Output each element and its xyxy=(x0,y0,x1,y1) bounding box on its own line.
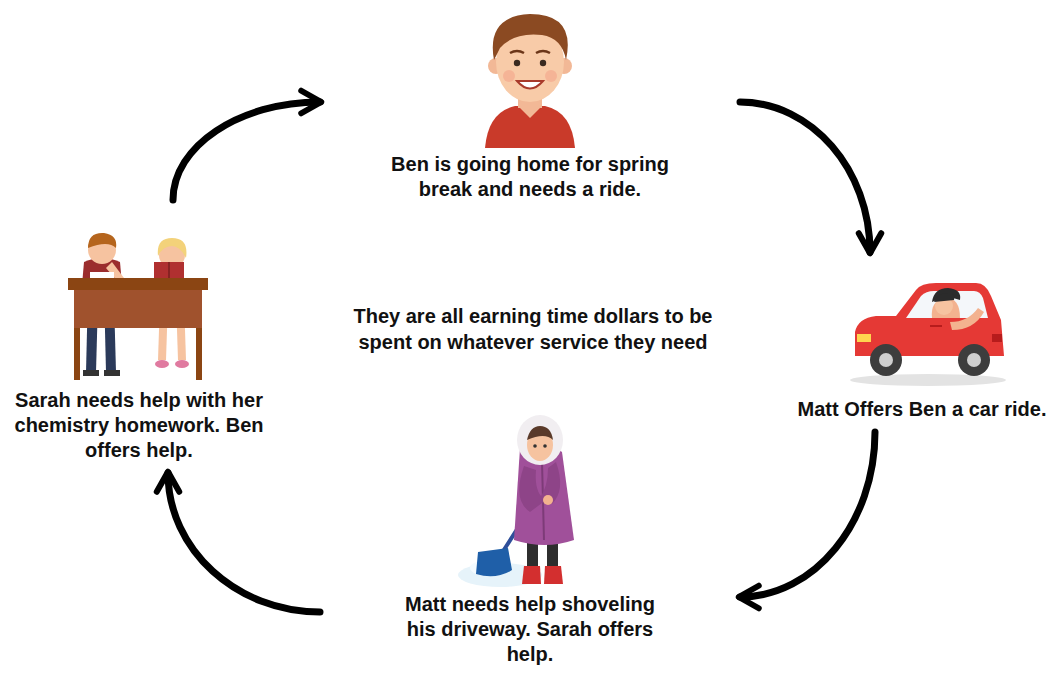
studying-figure-part xyxy=(154,262,184,280)
ben-figure-part xyxy=(517,81,543,89)
ben-figure-part xyxy=(510,51,524,53)
studying-figure-part xyxy=(175,360,189,368)
ben-figure-part xyxy=(540,60,546,66)
studying-figure-part xyxy=(196,328,202,380)
car-figure-part xyxy=(855,283,1004,356)
step-caption: Sarah needs help with her chemistry home… xyxy=(10,388,268,463)
shoveling-figure-part xyxy=(517,415,563,465)
studying-figure-part xyxy=(90,272,114,278)
car-figure-part xyxy=(950,308,984,330)
shoveling-figure xyxy=(458,415,574,587)
shoveling-figure-part xyxy=(522,566,541,584)
studying-figure xyxy=(68,233,208,380)
shoveling-figure-part xyxy=(543,444,547,448)
ben-figure-part xyxy=(545,70,557,82)
shoveling-figure-part xyxy=(476,548,512,576)
car-figure-part xyxy=(879,353,893,367)
illustrated-step: Ben is going home for spring break and n… xyxy=(330,2,730,202)
studying-figure-part xyxy=(88,233,116,248)
ben-figure xyxy=(485,14,575,148)
cycle-arrow xyxy=(173,102,320,200)
studying-figure-part xyxy=(158,238,187,258)
illustrated-step: Matt Offers Ben a car ride. xyxy=(792,262,1052,422)
studying-figure-part xyxy=(74,290,202,328)
cycle-arrow xyxy=(740,102,870,252)
center-note: They are all earning time dollars to be … xyxy=(338,303,728,355)
studying-figure-part xyxy=(155,360,169,368)
car-figure-part xyxy=(932,288,960,302)
illustrated-step: Matt needs help shoveling his driveway. … xyxy=(330,412,730,667)
car-figure-part xyxy=(850,374,1006,386)
shoveling-figure-part xyxy=(527,426,553,440)
step-caption: Ben is going home for spring break and n… xyxy=(380,152,680,202)
car-figure-part xyxy=(992,334,1002,342)
shoveling-figure-part xyxy=(533,444,537,448)
cycle-arrow xyxy=(168,473,320,612)
illustrated-step: Sarah needs help with her chemistry home… xyxy=(8,210,270,463)
ben-figure-part xyxy=(503,70,515,82)
car-figure-part xyxy=(870,344,902,376)
studying-figure-part xyxy=(104,370,120,376)
studying-figure-part xyxy=(74,328,80,380)
shoveling-figure-part xyxy=(519,466,546,512)
shoveling-figure-part xyxy=(540,462,560,504)
shoveling-figure-part xyxy=(543,495,553,505)
studying-figure-part xyxy=(68,278,208,290)
car-figure-part xyxy=(857,334,871,342)
step-caption: Matt needs help shoveling his driveway. … xyxy=(394,592,666,667)
ben-figure-part xyxy=(536,51,550,53)
car-figure-part xyxy=(967,353,981,367)
cycle-arrow xyxy=(740,432,875,597)
car-figure-part xyxy=(958,344,990,376)
car-figure-part xyxy=(934,293,955,302)
ben-figure-part xyxy=(514,60,520,66)
ben-figure-part xyxy=(493,14,568,60)
studying-figure-part xyxy=(168,262,170,280)
car-figure xyxy=(850,283,1006,386)
car-figure-part xyxy=(930,325,942,327)
studying-figure-part xyxy=(83,370,99,376)
step-caption: Matt Offers Ben a car ride. xyxy=(794,397,1050,422)
shoveling-figure-part xyxy=(544,566,563,584)
ben-figure-part xyxy=(485,106,575,148)
